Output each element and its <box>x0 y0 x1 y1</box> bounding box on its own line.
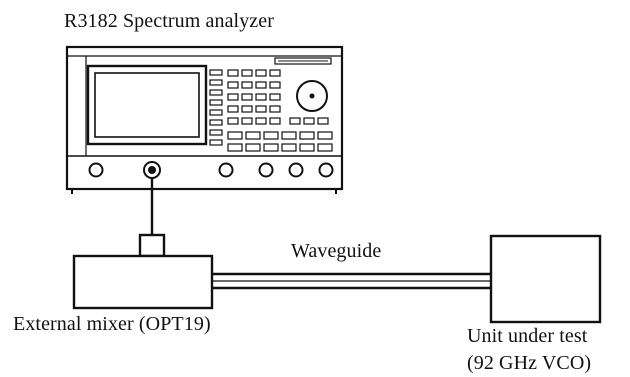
analyzer-keypad <box>227 69 281 125</box>
analyzer-display-screen <box>94 72 200 138</box>
analyzer-function-keys <box>227 131 333 152</box>
analyzer-top-strip <box>274 57 332 65</box>
mixer-label: External mixer (OPT19) <box>13 313 211 335</box>
mixer-body <box>72 254 214 310</box>
analyzer-display-frame <box>86 64 208 146</box>
analyzer-label: R3182 Spectrum analyzer <box>64 10 275 32</box>
front-connector-1 <box>88 162 104 178</box>
front-connector-5 <box>288 162 304 178</box>
waveguide <box>212 272 491 290</box>
waveguide-label: Waveguide <box>291 240 382 262</box>
analyzer-body <box>65 45 344 191</box>
analyzer-softkeys <box>209 69 223 146</box>
mixer-connector-block <box>138 233 166 258</box>
front-connector-3 <box>218 162 234 178</box>
external-mixer <box>72 233 214 310</box>
front-connector-6 <box>318 162 334 178</box>
spectrum-analyzer <box>65 45 344 194</box>
front-connector-4 <box>258 162 274 178</box>
analyzer-tuning-knob <box>296 80 328 112</box>
analyzer-side-keys <box>289 117 329 125</box>
unit-under-test-label-line1: Unit under test <box>467 325 588 347</box>
unit-under-test-label-line2: (92 GHz VCO) <box>467 352 592 374</box>
unit-under-test-box <box>489 234 602 324</box>
